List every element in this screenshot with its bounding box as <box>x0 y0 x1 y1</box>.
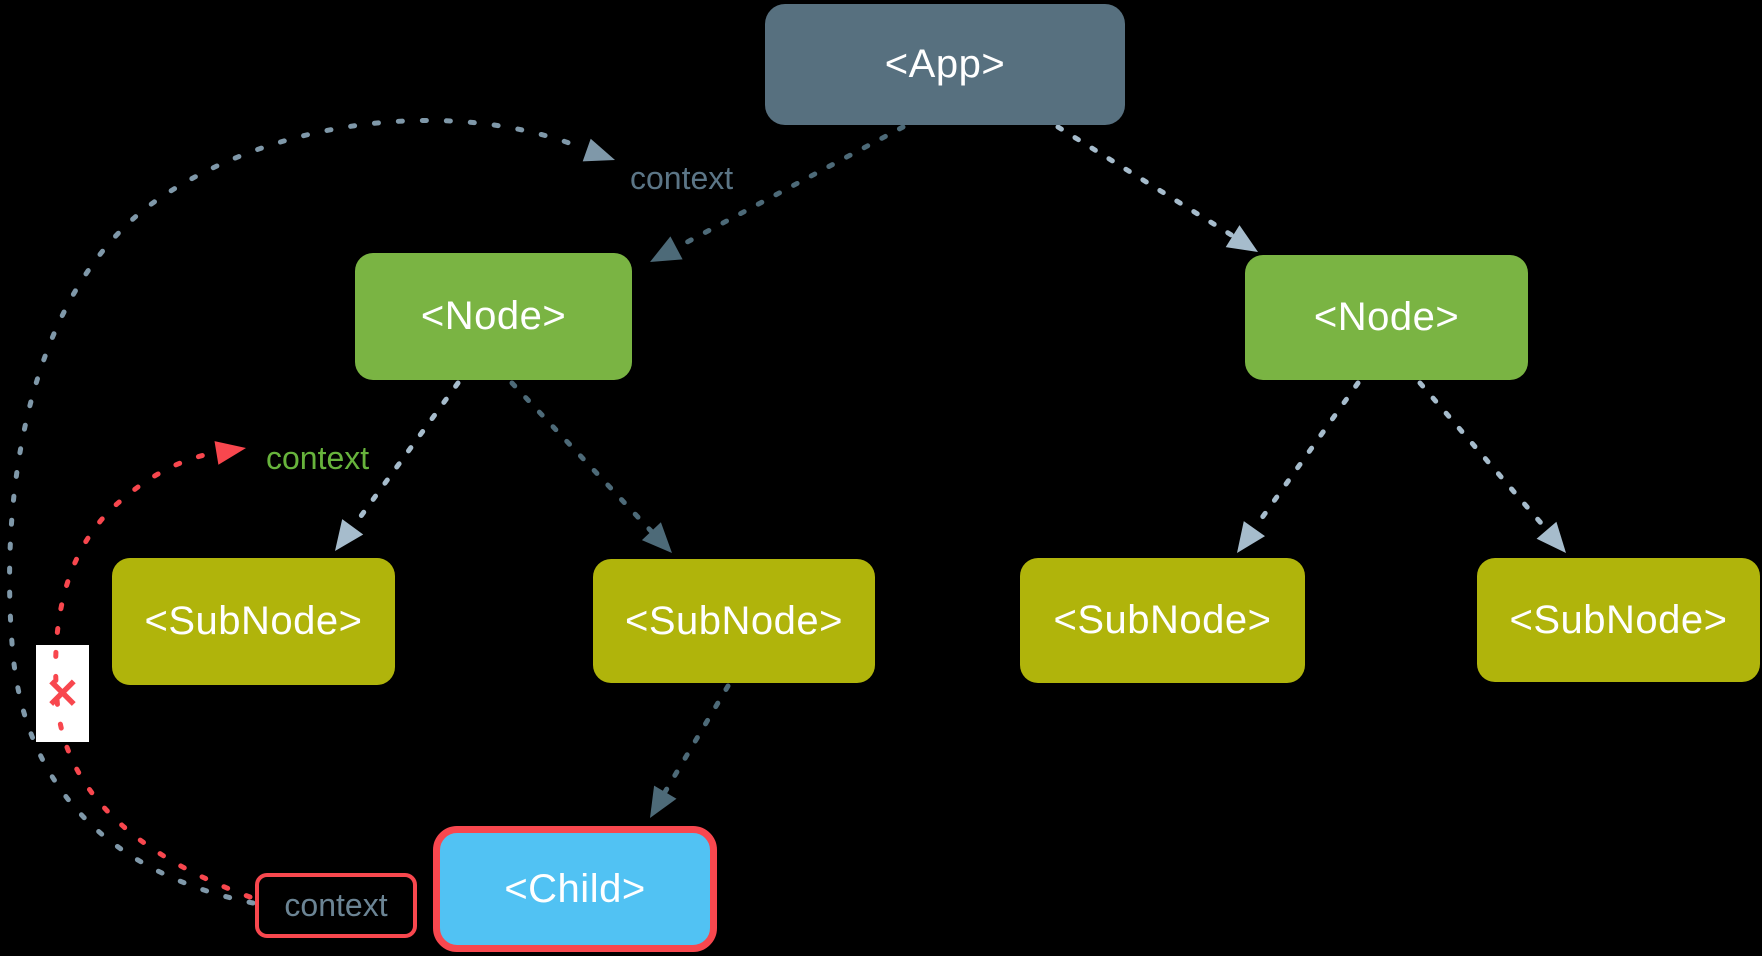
context-box: context <box>255 873 417 938</box>
context-flow-curve-slate <box>7 117 588 906</box>
arrowhead-icon <box>650 785 677 818</box>
arrowhead-icon <box>335 519 364 551</box>
arrowhead-icon <box>650 236 683 262</box>
node-label: <Node> <box>1313 295 1460 339</box>
node-right: <Node> <box>1245 255 1528 380</box>
arrowhead-icon <box>1237 521 1265 553</box>
node-label: <App> <box>884 42 1006 86</box>
subnode-3: <SubNode> <box>1020 558 1305 683</box>
edge-app-to-node-right <box>1055 124 1236 239</box>
edge-noderight-to-subnode4 <box>1417 380 1550 533</box>
node-label: <Node> <box>420 294 567 338</box>
subnode-2: <SubNode> <box>593 559 875 683</box>
context-box-label: context <box>284 887 388 923</box>
context-label-green: context <box>266 440 370 476</box>
arrowhead-icon <box>1225 225 1258 252</box>
arrowhead-icon <box>641 522 672 553</box>
subnode-1: <SubNode> <box>112 558 395 685</box>
subnode-4: <SubNode> <box>1477 558 1760 682</box>
node-label: <SubNode> <box>144 599 363 643</box>
arrowhead-icon <box>582 138 615 162</box>
node-label: <SubNode> <box>624 598 843 643</box>
node-child: <Child> <box>433 826 717 952</box>
x-icon: ✕ <box>44 670 81 717</box>
node-app: <App> <box>765 4 1125 125</box>
edge-nodeleft-to-subnode2 <box>509 380 654 534</box>
edge-subnode2-to-child <box>662 683 731 795</box>
node-left: <Node> <box>355 253 632 380</box>
context-label-top: context <box>630 160 734 196</box>
node-label: <SubNode> <box>1509 597 1728 642</box>
arrowhead-icon <box>214 441 246 465</box>
edge-noderight-to-subnode3 <box>1251 380 1361 532</box>
node-label: <SubNode> <box>1053 598 1272 642</box>
node-label: <Child> <box>504 866 646 911</box>
arrowhead-icon <box>1536 521 1566 553</box>
